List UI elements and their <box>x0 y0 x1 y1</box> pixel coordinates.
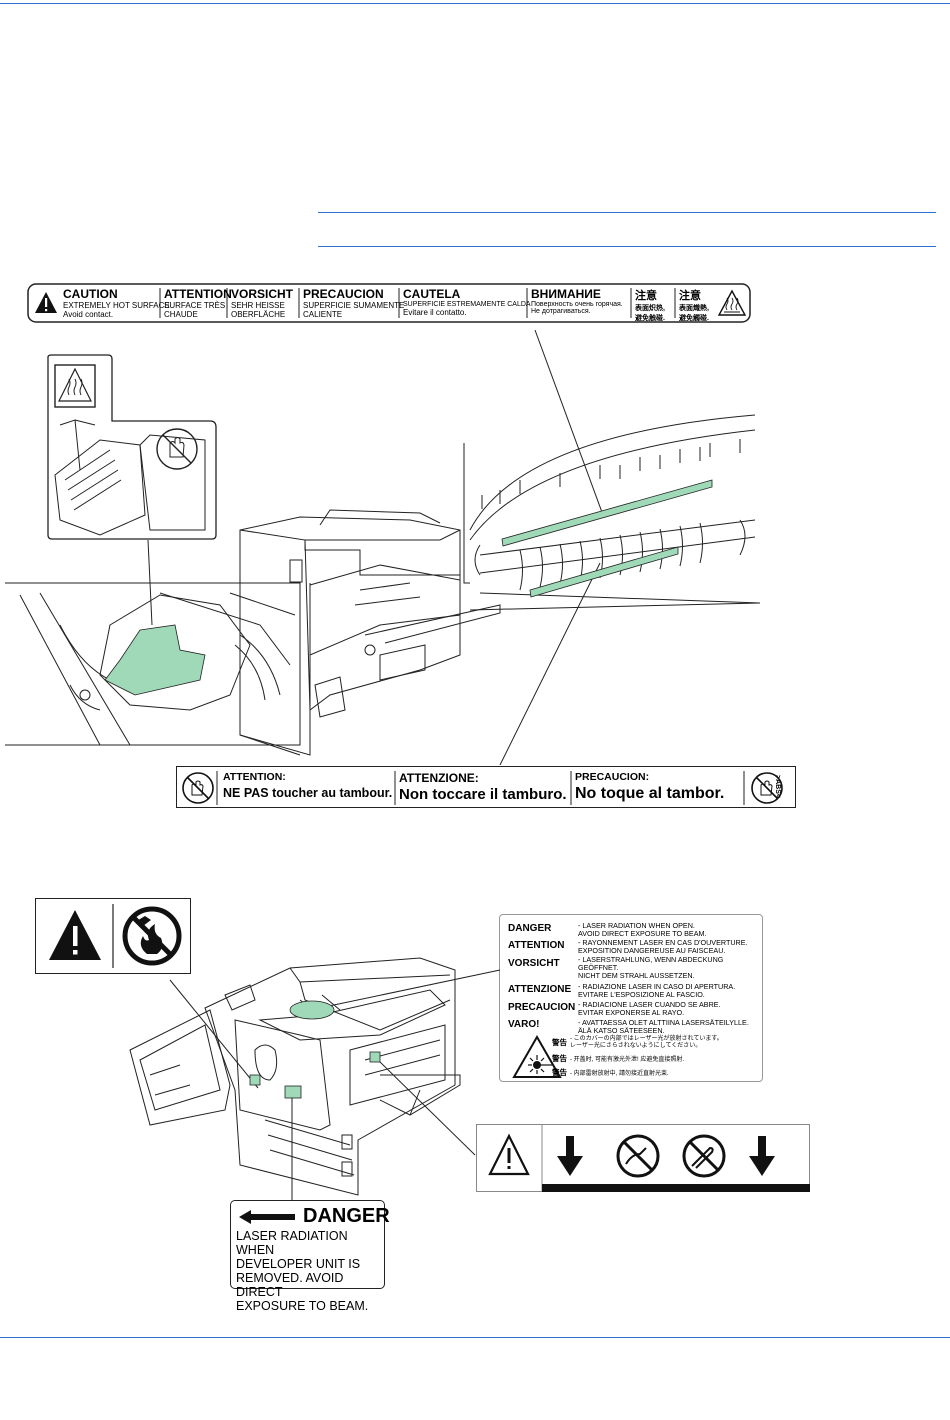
hot-label-section-chinese-traditional: 注意 表面熾熱, 避免觸碰. <box>679 287 709 323</box>
hot-label-line: 避免觸碰. <box>679 315 709 322</box>
hot-label-line: CALIENTE <box>303 310 343 319</box>
hot-label-line: OBERFLÄCHE <box>231 310 286 319</box>
laser-label-text: - 开盖时, 可能有激光外泄! 应避免直接照射. <box>570 1057 685 1063</box>
warning-triangle-icon <box>35 292 57 313</box>
hot-label-line: SUPERFICIE ESTREMAMENTE CALDA <box>403 301 531 308</box>
hot-label-section-spanish: PRECAUCION SUPERFICIE SUMAMENTE CALIENTE <box>303 287 404 319</box>
danger-label-body: LASER RADIATION WHEN DEVELOPER UNIT IS R… <box>236 1229 369 1313</box>
no-touch-icon <box>751 772 783 804</box>
hot-surface-label: CAUTION EXTREMELY HOT SURFACE Avoid cont… <box>27 283 751 323</box>
laser-label-word: 警告 <box>552 1068 567 1077</box>
drum-label-section-italian: ATTENZIONE: Non toccare il tamburo. <box>399 771 567 803</box>
drum-label-text: No toque al tambor. <box>575 785 725 802</box>
hot-label-line: SURFACE TRÈS <box>164 301 226 310</box>
drum-label-title: ATTENZIONE: <box>399 771 479 785</box>
hot-label-section-chinese-simplified: 注意 表面炽热, 避免触碰. <box>635 287 665 323</box>
arrow-down-icon <box>557 1136 583 1176</box>
hot-label-line: 避免触碰. <box>635 315 665 322</box>
laser-label-word: PRECAUCION <box>508 1002 576 1013</box>
black-band <box>542 1184 810 1192</box>
hot-label-line: Поверхность очень горячая. <box>531 301 623 308</box>
warning-triangle-icon <box>488 1133 530 1176</box>
bottom-rule <box>0 1337 950 1338</box>
hot-label-section-french: ATTENTION SURFACE TRÈS CHAUDE <box>164 287 232 319</box>
laser-label-word: VARO! <box>508 1019 540 1030</box>
hot-label-title: VORSICHT <box>231 287 294 301</box>
drum-label-text: Non toccare il tamburo. <box>399 786 567 803</box>
hot-label-title: CAUTELA <box>403 287 461 301</box>
hot-label-title: 注意 <box>635 290 657 302</box>
drum-label-icons <box>182 771 783 805</box>
section-rule-lower <box>318 246 936 247</box>
hot-label-line: CHAUDE <box>164 310 198 319</box>
fuser-highlight <box>501 479 713 547</box>
hot-label-title: ВНИМАНИЕ <box>531 287 601 301</box>
warning-triangle-icon <box>49 910 101 960</box>
drum-label-text: NE PAS toucher au tambour. <box>223 786 393 800</box>
no-fire-icon <box>122 906 182 966</box>
hot-surface-icon <box>717 289 747 316</box>
top-rule <box>0 3 950 4</box>
hot-label-section-italian: CAUTELA SUPERFICIE ESTREMAMENTE CALDA Ev… <box>403 287 531 317</box>
hot-surface-label-frame <box>27 283 751 323</box>
hot-label-line: Avoid contact. <box>63 310 114 319</box>
laser-warning-label: DANGER - LASER RADIATION WHEN OPEN. AVOI… <box>499 914 763 1082</box>
hot-label-line: 表面炽热, <box>635 305 665 312</box>
drum-label: ATTENTION: NE PAS toucher au tambour. AT… <box>176 766 796 808</box>
prohibition-strip-label <box>476 1124 810 1192</box>
hot-label-line: SUPERFICIE SUMAMENTE <box>303 301 405 310</box>
hot-label-title: ATTENTION <box>164 287 232 301</box>
fuser-illustration <box>5 329 761 765</box>
drum-label-title: ATTENTION: <box>223 771 286 783</box>
hot-label-title: CAUTION <box>63 287 118 301</box>
arrow-down-icon <box>749 1136 775 1176</box>
section-rule-upper <box>318 212 936 213</box>
no-touch-icon <box>182 772 214 804</box>
laser-radiation-icon <box>512 1035 562 1078</box>
side-highlight <box>369 1051 381 1063</box>
laser-label-text: - RADIAZIONE LASER IN CASO DI APERTURA. … <box>578 982 736 999</box>
material-mark: >ABS< <box>774 775 781 798</box>
laser-label-word: 警告 <box>552 1038 567 1047</box>
hot-label-line: EXTREMELY HOT SURFACE <box>63 301 170 310</box>
laser-label-text: - LASER RADIATION WHEN OPEN. AVOID DIREC… <box>578 921 707 938</box>
no-hand-contact-icon <box>616 1134 660 1178</box>
hot-label-line: Не дотрагиваться. <box>531 308 591 315</box>
laser-unit-highlight <box>289 1000 335 1020</box>
laser-label-text: - 内部雷射放射中, 請勿接近直射光束. <box>570 1071 669 1077</box>
danger-label-title: DANGER <box>303 1205 390 1227</box>
hot-label-title: PRECAUCION <box>303 287 384 301</box>
hot-label-section-german: VORSICHT SEHR HEISSE OBERFLÄCHE <box>231 287 293 319</box>
drum-label-title: PRECAUCION: <box>575 771 650 783</box>
door-highlight <box>249 1074 261 1086</box>
hot-label-section-caution: CAUTION EXTREMELY HOT SURFACE Avoid cont… <box>63 287 170 319</box>
drum-label-section-french: ATTENTION: NE PAS toucher au tambour. <box>223 771 392 800</box>
no-finger-contact-icon <box>682 1134 726 1178</box>
arrow-left-icon <box>239 1210 295 1224</box>
drum-highlight <box>529 546 679 598</box>
hot-label-section-russian: ВНИМАНИЕ Поверхность очень горячая. Не д… <box>531 287 623 315</box>
laser-label-text: - このカバーの内部ではレーザー光が放射されています。 レーザー光にさらされない… <box>570 1036 723 1049</box>
hot-label-line: Evitare il contatto. <box>403 308 467 317</box>
laser-label-word: 警告 <box>552 1054 567 1063</box>
laser-label-word: ATTENTION <box>508 940 565 951</box>
laser-label-text: - RADIACIONE LASER CUANDO SE ABRE. EVITA… <box>578 1000 721 1017</box>
laser-label-word: DANGER <box>508 923 552 934</box>
laser-label-word: ATTENZIONE <box>508 984 572 995</box>
danger-developer-label: DANGER LASER RADIATION WHEN DEVELOPER UN… <box>230 1200 390 1313</box>
fuser-interior-highlight <box>104 624 206 696</box>
laser-label-text: - LASERSTRAHLUNG, WENN ABDECKUNG GEÖFFNE… <box>578 955 724 980</box>
developer-highlight <box>284 1085 302 1099</box>
no-fire-label <box>35 898 191 974</box>
hot-label-line: SEHR HEISSE <box>231 301 285 310</box>
drum-label-section-spanish: PRECAUCION: No toque al tambor. <box>575 771 724 803</box>
laser-label-text: - RAYONNEMENT LASER EN CAS D'OUVERTURE. … <box>578 938 748 955</box>
hot-label-title: 注意 <box>679 290 701 302</box>
hot-label-line: 表面熾熱, <box>679 305 709 312</box>
laser-label-word: VORSICHT <box>508 958 560 969</box>
laser-label-text: - AVATTAESSA OLET ALTTIINA LASERSÄTEILYL… <box>578 1018 749 1035</box>
printer-illustration <box>129 957 501 1200</box>
